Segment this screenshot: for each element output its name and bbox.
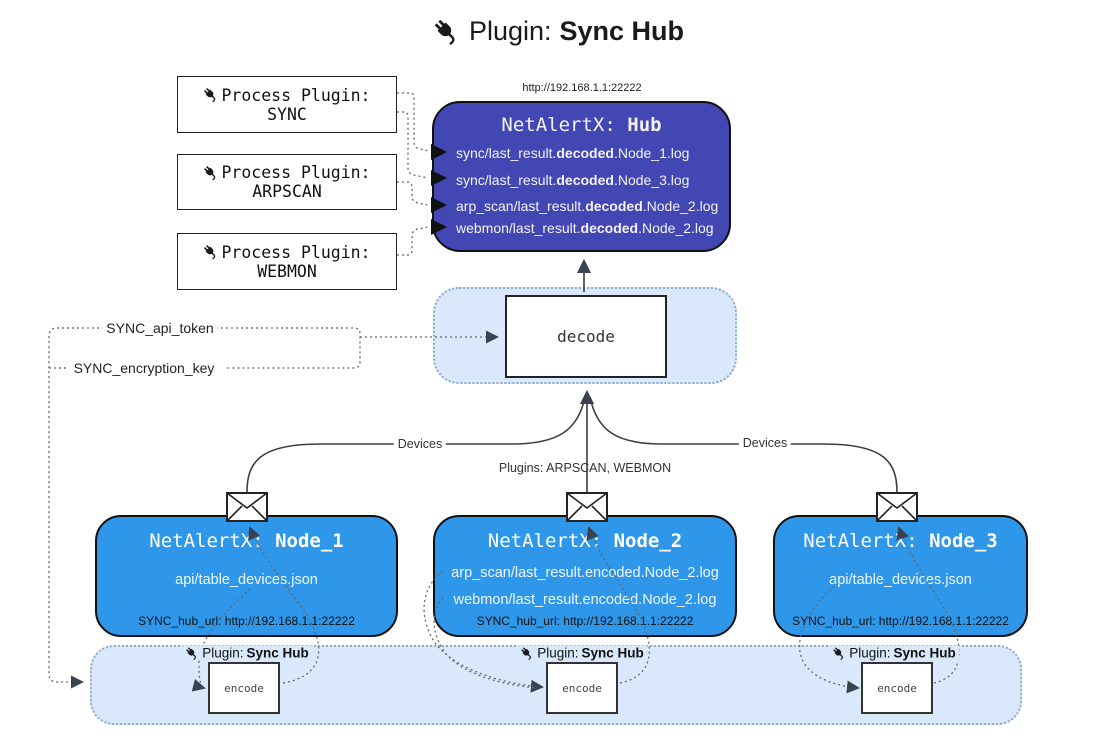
process-plugin-label: Process Plugin: xyxy=(221,242,371,262)
edge-webmon-to-hub xyxy=(397,226,429,256)
edge-sync-to-hub-2 xyxy=(397,111,429,179)
node-file: api/table_devices.json xyxy=(175,572,318,588)
node-3-box: NetAlertX: Node_3 api/table_devices.json… xyxy=(773,515,1028,637)
node-2-box: NetAlertX: Node_2 arp_scan/last_result.e… xyxy=(433,515,737,637)
band-plugin-label: Plugin:Sync Hub xyxy=(517,645,647,661)
process-plugin-arpscan-box: Process Plugin: ARPSCAN xyxy=(177,154,397,210)
edge-config-bracket xyxy=(216,327,361,369)
edge-node3-to-decode-a xyxy=(788,443,898,493)
hub-log-line: arp_scan/last_result.decoded.Node_2.log xyxy=(456,198,719,214)
devices-label-left: Devices xyxy=(393,437,447,451)
node-footer: SYNC_hub_url: http://192.168.1.1:22222 xyxy=(138,614,355,628)
edge-node3-to-decode-b xyxy=(589,396,742,445)
process-plugin-webmon-box: Process Plugin: WEBMON xyxy=(177,233,397,290)
hub-title: NetAlertX: Hub xyxy=(434,114,729,136)
plug-icon xyxy=(203,165,219,181)
node-footer: SYNC_hub_url: http://192.168.1.1:22222 xyxy=(792,614,1009,628)
edge-node1-to-decode-a xyxy=(246,443,397,493)
envelope-icon xyxy=(566,492,608,522)
decode-box: decode xyxy=(505,295,667,378)
process-plugin-label: Process Plugin: xyxy=(221,85,371,105)
plug-icon xyxy=(520,646,534,660)
page-title: Plugin: Sync Hub xyxy=(0,16,1117,47)
sync-encryption-key-label: SYNC_encryption_key xyxy=(69,360,219,376)
node-title: NetAlertX: Node_2 xyxy=(487,530,683,552)
plug-icon xyxy=(203,244,219,260)
plug-icon xyxy=(203,87,219,103)
hub-title-label: NetAlertX: xyxy=(501,114,616,136)
process-plugin-sync-box: Process Plugin: SYNC xyxy=(177,76,397,133)
node-1-box: NetAlertX: Node_1 api/table_devices.json… xyxy=(95,515,398,637)
encode-box-3: encode xyxy=(861,662,933,714)
envelope-icon xyxy=(876,492,918,522)
hub-log-line: sync/last_result.decoded.Node_1.log xyxy=(456,145,690,161)
process-plugin-name: ARPSCAN xyxy=(252,182,322,201)
hub-log-line: sync/last_result.decoded.Node_3.log xyxy=(456,172,690,188)
plugins-arpscan-webmon-label: Plugins: ARPSCAN, WEBMON xyxy=(498,461,672,475)
edge-arpscan-to-hub xyxy=(397,181,429,206)
hub-url-label: http://192.168.1.1:22222 xyxy=(522,82,642,94)
edge-config-to-band xyxy=(48,327,104,689)
process-plugin-name: SYNC xyxy=(267,104,307,124)
process-plugin-name: WEBMON xyxy=(257,261,317,281)
band-plugin-label: Plugin:Sync Hub xyxy=(829,645,959,661)
band-plugin-label: Plugin:Sync Hub xyxy=(182,645,312,661)
envelope-icon xyxy=(226,492,268,522)
plug-icon xyxy=(832,646,846,660)
title-label: Plugin: xyxy=(468,16,552,46)
hub-box: NetAlertX: Hub sync/last_result.decoded.… xyxy=(432,101,731,252)
edge-sync-to-hub-1 xyxy=(397,92,430,152)
plug-icon xyxy=(433,18,461,46)
node-file: api/table_devices.json xyxy=(829,572,972,588)
sync-api-token-label: SYNC_api_token xyxy=(102,320,218,336)
node-file: arp_scan/last_result.encoded.Node_2.log xyxy=(451,565,719,581)
devices-label-right: Devices xyxy=(738,436,792,450)
title-name: Sync Hub xyxy=(559,16,685,46)
hub-log-line: webmon/last_result.decoded.Node_2.log xyxy=(456,220,714,236)
encode-box-2: encode xyxy=(546,662,618,714)
process-plugin-label: Process Plugin: xyxy=(221,163,371,182)
edge-node1-to-decode-b xyxy=(444,396,586,445)
plug-icon xyxy=(185,646,199,660)
node-title: NetAlertX: Node_1 xyxy=(149,530,344,552)
node-title: NetAlertX: Node_3 xyxy=(803,530,998,552)
encode-box-1: encode xyxy=(208,662,280,714)
node-footer: SYNC_hub_url: http://192.168.1.1:22222 xyxy=(476,614,694,628)
hub-title-name: Hub xyxy=(627,114,662,136)
node-file: webmon/last_result.encoded.Node_2.log xyxy=(453,592,717,608)
